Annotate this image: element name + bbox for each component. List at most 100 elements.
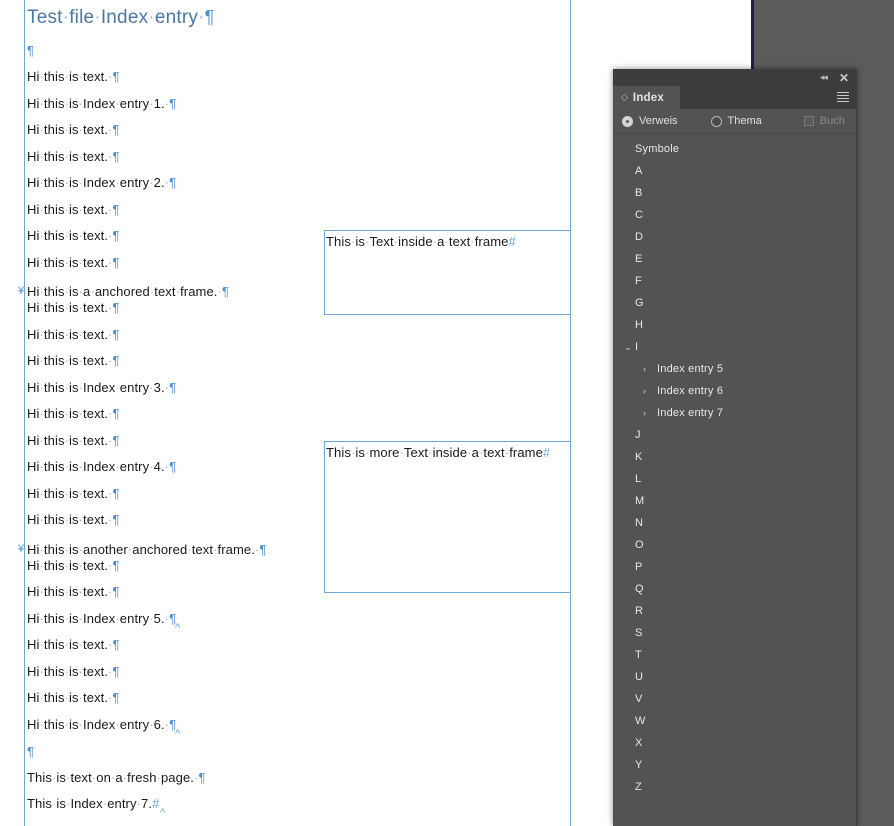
space-dot-glyph: ·	[66, 770, 71, 785]
space-dot-glyph: ·	[39, 459, 44, 474]
tab-index[interactable]: ◇ Index	[613, 86, 680, 109]
chevron-right-icon[interactable]: ›	[643, 407, 647, 418]
index-letter-row[interactable]: Q	[613, 578, 857, 600]
index-entry-row[interactable]: ›Index entry 6	[613, 380, 857, 402]
index-row-label: L	[635, 473, 642, 485]
index-letter-row[interactable]: S	[613, 622, 857, 644]
space-dot-glyph: ·	[64, 96, 69, 111]
index-letter-row[interactable]: J	[613, 424, 857, 446]
text-word: inside	[398, 234, 433, 249]
space-dot-glyph: ·	[108, 353, 113, 368]
index-letter-row[interactable]: F	[613, 270, 857, 292]
chevron-right-icon[interactable]: ›	[643, 385, 647, 396]
text-word: is	[56, 796, 66, 811]
text-word: this	[43, 149, 65, 164]
text-word: Hi	[27, 486, 40, 501]
panel-scrollbar-track[interactable]	[856, 109, 857, 826]
panel-menu-icon[interactable]	[837, 92, 849, 102]
index-letter-row[interactable]: P	[613, 556, 857, 578]
index-letter-row[interactable]: E	[613, 248, 857, 270]
index-letter-row[interactable]: W	[613, 710, 857, 732]
text-word: This	[27, 796, 52, 811]
text-word: frame.	[180, 284, 218, 299]
collapse-panel-icon[interactable]: ◂◂	[819, 72, 828, 82]
index-letter-row[interactable]: M	[613, 490, 857, 512]
anchored-text-frame-2[interactable]: This·is·more·Text·inside·a·text·frame#	[324, 441, 571, 593]
text-word: this	[43, 406, 65, 421]
text-word: Hi	[27, 717, 40, 732]
pilcrow-marker-icon: ¶	[112, 584, 120, 599]
text-word: is	[69, 96, 79, 111]
index-letter-row[interactable]: G	[613, 292, 857, 314]
space-dot-glyph: ·	[39, 175, 44, 190]
chevron-right-icon[interactable]: ›	[643, 363, 647, 374]
space-dot-glyph: ·	[64, 202, 69, 217]
index-letter-row[interactable]: U	[613, 666, 857, 688]
space-dot-glyph: ·	[78, 284, 84, 299]
space-dot-glyph: ·	[365, 234, 370, 249]
option-verweis-label: Verweis	[639, 115, 678, 127]
index-letter-row[interactable]: B	[613, 182, 857, 204]
main-text-frame[interactable]	[24, 0, 571, 826]
space-dot-glyph: ·	[64, 584, 69, 599]
index-letter-row[interactable]: A	[613, 160, 857, 182]
index-letter-row[interactable]: Z	[613, 776, 857, 798]
text-word: text	[154, 284, 176, 299]
index-row-label: N	[635, 517, 644, 529]
close-icon[interactable]: ✕	[838, 70, 849, 85]
index-letter-row[interactable]: L	[613, 468, 857, 490]
index-letter-row[interactable]: N	[613, 512, 857, 534]
index-letter-row[interactable]: H	[613, 314, 857, 336]
option-thema[interactable]: Thema	[710, 115, 762, 127]
index-letter-row[interactable]: V	[613, 688, 857, 710]
space-dot-glyph: ·	[350, 234, 356, 249]
index-letter-row[interactable]: Y	[613, 754, 857, 776]
index-row-label: Z	[635, 781, 642, 793]
text-word: is	[69, 433, 79, 448]
space-dot-glyph: ·	[66, 796, 71, 811]
text-word: Hi	[27, 459, 40, 474]
chevron-down-icon[interactable]: ⌄	[624, 341, 632, 352]
space-dot-glyph: ·	[39, 690, 44, 705]
panel-drag-handle-icon[interactable]: ◇	[621, 92, 628, 102]
text-word: entry	[119, 717, 150, 732]
index-entry-row[interactable]: ›Index entry 7	[613, 402, 857, 424]
space-dot-glyph: ·	[90, 284, 95, 299]
index-section-row[interactable]: Symbole	[613, 138, 857, 160]
index-letter-row[interactable]: T	[613, 644, 857, 666]
index-letter-row[interactable]: R	[613, 600, 857, 622]
option-verweis[interactable]: Verweis	[622, 115, 678, 127]
index-letter-row[interactable]: D	[613, 226, 857, 248]
pilcrow-marker-icon: ¶	[112, 149, 120, 164]
index-letter-row[interactable]: X	[613, 732, 857, 754]
radio-thema[interactable]	[710, 115, 722, 127]
space-dot-glyph: ·	[64, 69, 69, 84]
text-word: text.	[83, 327, 109, 342]
index-row-label: T	[635, 649, 642, 661]
space-dot-glyph: ·	[108, 433, 113, 448]
index-letter-row[interactable]: C	[613, 204, 857, 226]
pilcrow-marker-icon: ¶	[112, 228, 120, 243]
text-word: a	[471, 445, 479, 460]
text-word: text.	[83, 406, 109, 421]
space-dot-glyph: ·	[78, 228, 84, 243]
index-entry-row[interactable]: ›Index entry 5	[613, 358, 857, 380]
anchored-text-frame-1[interactable]: This·is·Text·inside·a·text·frame#	[324, 230, 571, 315]
space-dot-glyph: ·	[78, 202, 84, 217]
text-word: Index	[83, 459, 116, 474]
text-word: this	[43, 380, 65, 395]
text-line: Hi·this·is·text.·¶	[27, 558, 120, 573]
space-dot-glyph: ·	[78, 459, 84, 474]
index-letter-row[interactable]: ⌄I	[613, 336, 857, 358]
space-dot-glyph: ·	[78, 486, 84, 501]
radio-verweis[interactable]	[622, 115, 633, 127]
index-letter-row[interactable]: O	[613, 534, 857, 556]
index-letter-row[interactable]: K	[613, 446, 857, 468]
pilcrow-marker-icon: ¶	[112, 637, 120, 652]
space-dot-glyph: ·	[64, 558, 69, 573]
text-word: is	[69, 228, 79, 243]
text-word: 6.	[153, 717, 165, 732]
